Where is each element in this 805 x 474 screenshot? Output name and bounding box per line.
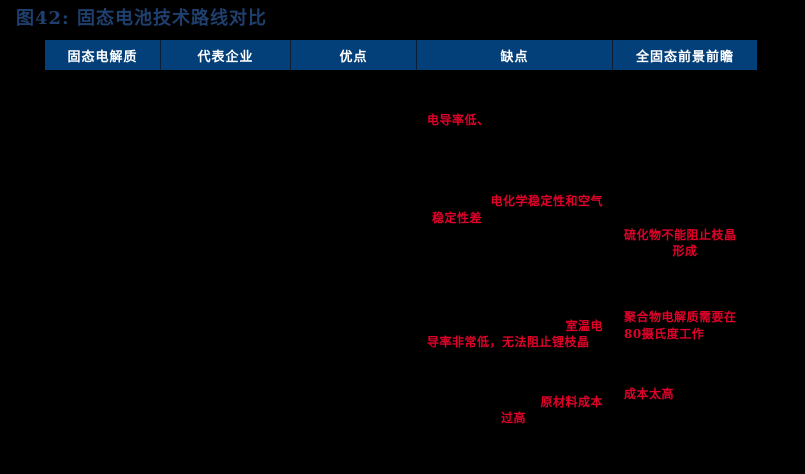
row1-disadvantage-line1: 电导率低、 [427, 113, 490, 127]
row3-disadvantage-line2: 导率非常低，无法阻止锂枝晶 [427, 335, 590, 349]
row4-disadvantage-line2: 过高 [501, 411, 527, 425]
row2-disadvantage-line1: 电化学稳定性和空气 [490, 194, 603, 208]
header-companies: 代表企业 [161, 40, 291, 70]
table-header: 固态电解质 代表企业 优点 缺点 全固态前景前瞻 [45, 40, 757, 70]
row4-outlook-line1: 成本太高 [624, 387, 675, 401]
row3-outlook-line1: 聚合物电解质需要在 [624, 310, 737, 324]
row2-outlook-line1: 硫化物不能阻止枝晶 [624, 228, 737, 242]
row2-disadvantage-line2: 稳定性差 [432, 211, 483, 225]
row4-disadvantage-line1: 原材料成本 [540, 395, 603, 409]
header-outlook: 全固态前景前瞻 [613, 40, 757, 70]
row2-outlook-line2: 形成 [672, 244, 698, 258]
header-disadvantages: 缺点 [417, 40, 613, 70]
row3-outlook-line2: 80摄氏度工作 [624, 327, 705, 341]
header-electrolyte: 固态电解质 [45, 40, 161, 70]
figure-title: 图42: 固态电池技术路线对比 [16, 8, 267, 29]
header-advantages: 优点 [291, 40, 417, 70]
row3-disadvantage-line1: 室温电 [565, 319, 603, 333]
